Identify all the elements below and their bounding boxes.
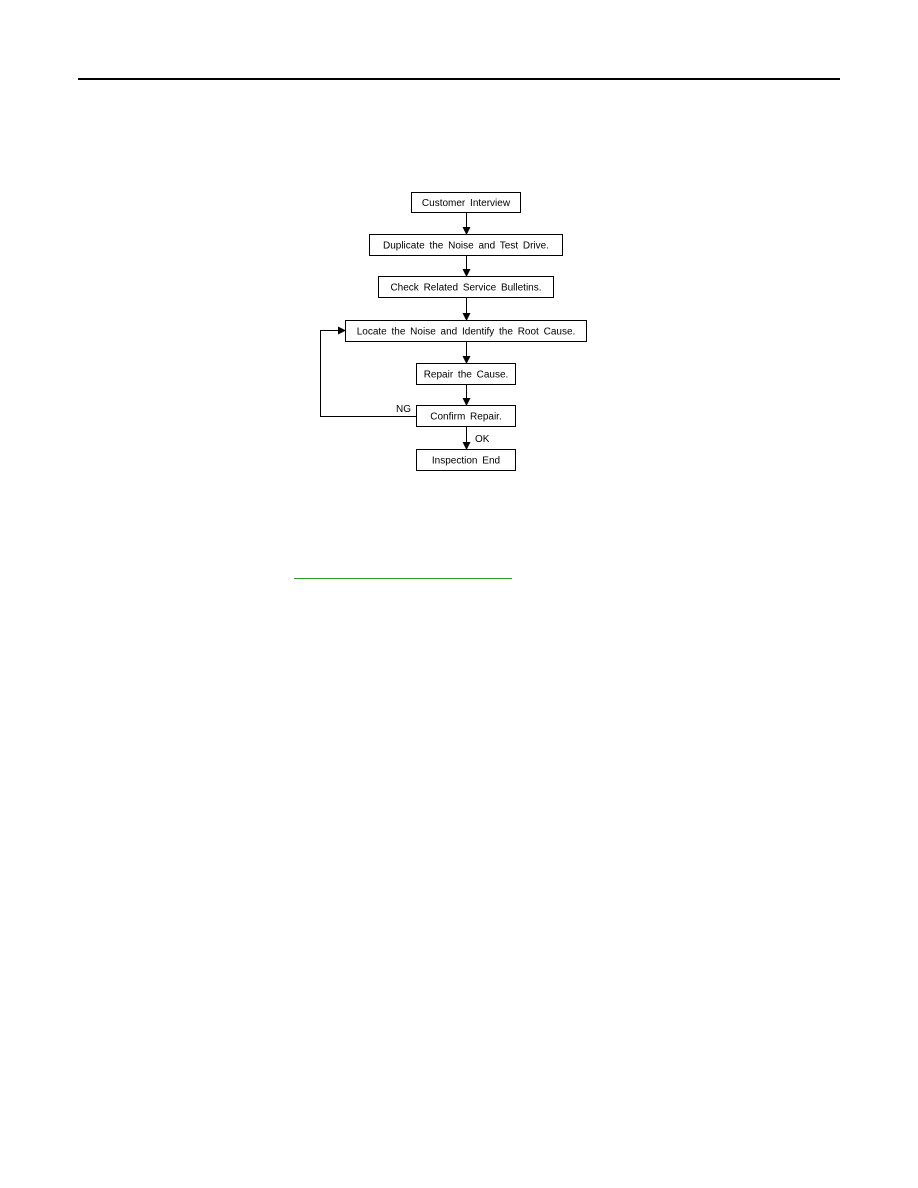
node-label: Customer Interview [422,198,511,209]
node-repair-cause: Repair the Cause. [416,363,516,385]
edge-label-ng: NG [396,404,411,415]
header-rule [78,78,840,80]
node-inspection-end: Inspection End [416,449,516,471]
node-label: Locate the Noise and Identify the Root C… [357,327,576,338]
node-label: Duplicate the Noise and Test Drive. [383,241,549,252]
node-locate-noise: Locate the Noise and Identify the Root C… [345,320,587,342]
edge-label-ok: OK [475,434,490,445]
edge-confirm-to-locate-loop: NG [320,326,416,417]
node-customer-interview: Customer Interview [411,192,521,213]
node-label: Check Related Service Bulletins. [390,283,541,294]
node-check-bulletins: Check Related Service Bulletins. [378,276,554,298]
edge-confirm-to-end: OK [462,427,490,450]
node-label: Confirm Repair. [430,412,501,423]
node-duplicate-noise: Duplicate the Noise and Test Drive. [369,234,563,256]
node-label: Repair the Cause. [424,370,509,381]
link-underline [294,578,512,579]
node-confirm-repair: Confirm Repair. [416,405,516,427]
node-label: Inspection End [432,456,500,467]
